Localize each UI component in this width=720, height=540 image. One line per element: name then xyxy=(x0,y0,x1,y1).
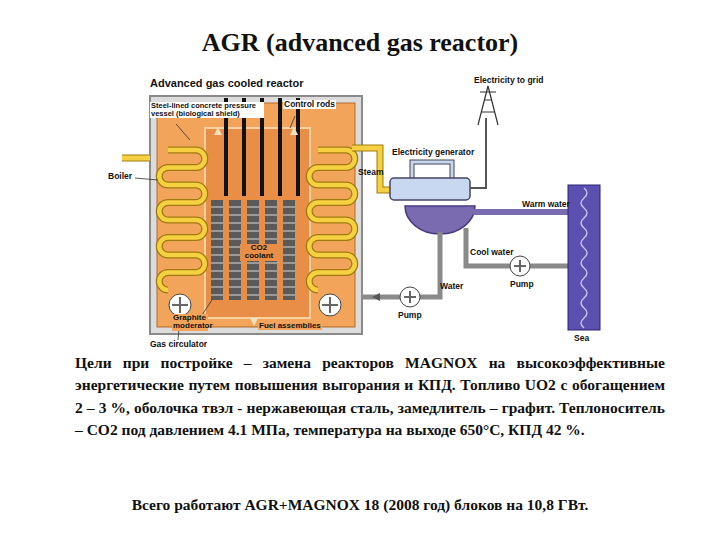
part-label: Steel-lined concrete pressure vessel (bi… xyxy=(150,102,264,118)
part-label: Electricity to grid xyxy=(474,76,543,85)
boiler-coil xyxy=(159,150,205,290)
part-label: Fuel assemblies xyxy=(258,322,322,330)
part-label: Water xyxy=(440,282,463,291)
part-label: CO2 coolant xyxy=(240,244,278,261)
part-label: Electricity generator xyxy=(392,148,474,157)
part-label: Warm water xyxy=(522,200,570,209)
part-label: Control rods xyxy=(283,100,336,109)
description-text: Цели при постройке – замена реакторов MA… xyxy=(75,352,665,442)
part-label: Sea xyxy=(574,334,589,343)
part-label: Pump xyxy=(398,311,422,320)
summary-caption: Всего работают AGR+MAGNOX 18 (2008 год) … xyxy=(0,496,720,514)
part-label: Gas circulator xyxy=(150,340,207,349)
part-label: Graphite moderator xyxy=(172,314,208,331)
part-label: Boiler xyxy=(108,172,132,181)
boiler-coil xyxy=(309,150,355,290)
part-label: Steam xyxy=(358,168,384,177)
slide-title: AGR (advanced gas reactor) xyxy=(0,28,720,58)
part-label: Cool water xyxy=(470,248,513,257)
part-label: Advanced gas cooled reactor xyxy=(150,78,303,90)
boiler-coil xyxy=(309,150,355,290)
boiler-coil xyxy=(159,150,205,290)
part-label: Pump xyxy=(510,280,534,289)
